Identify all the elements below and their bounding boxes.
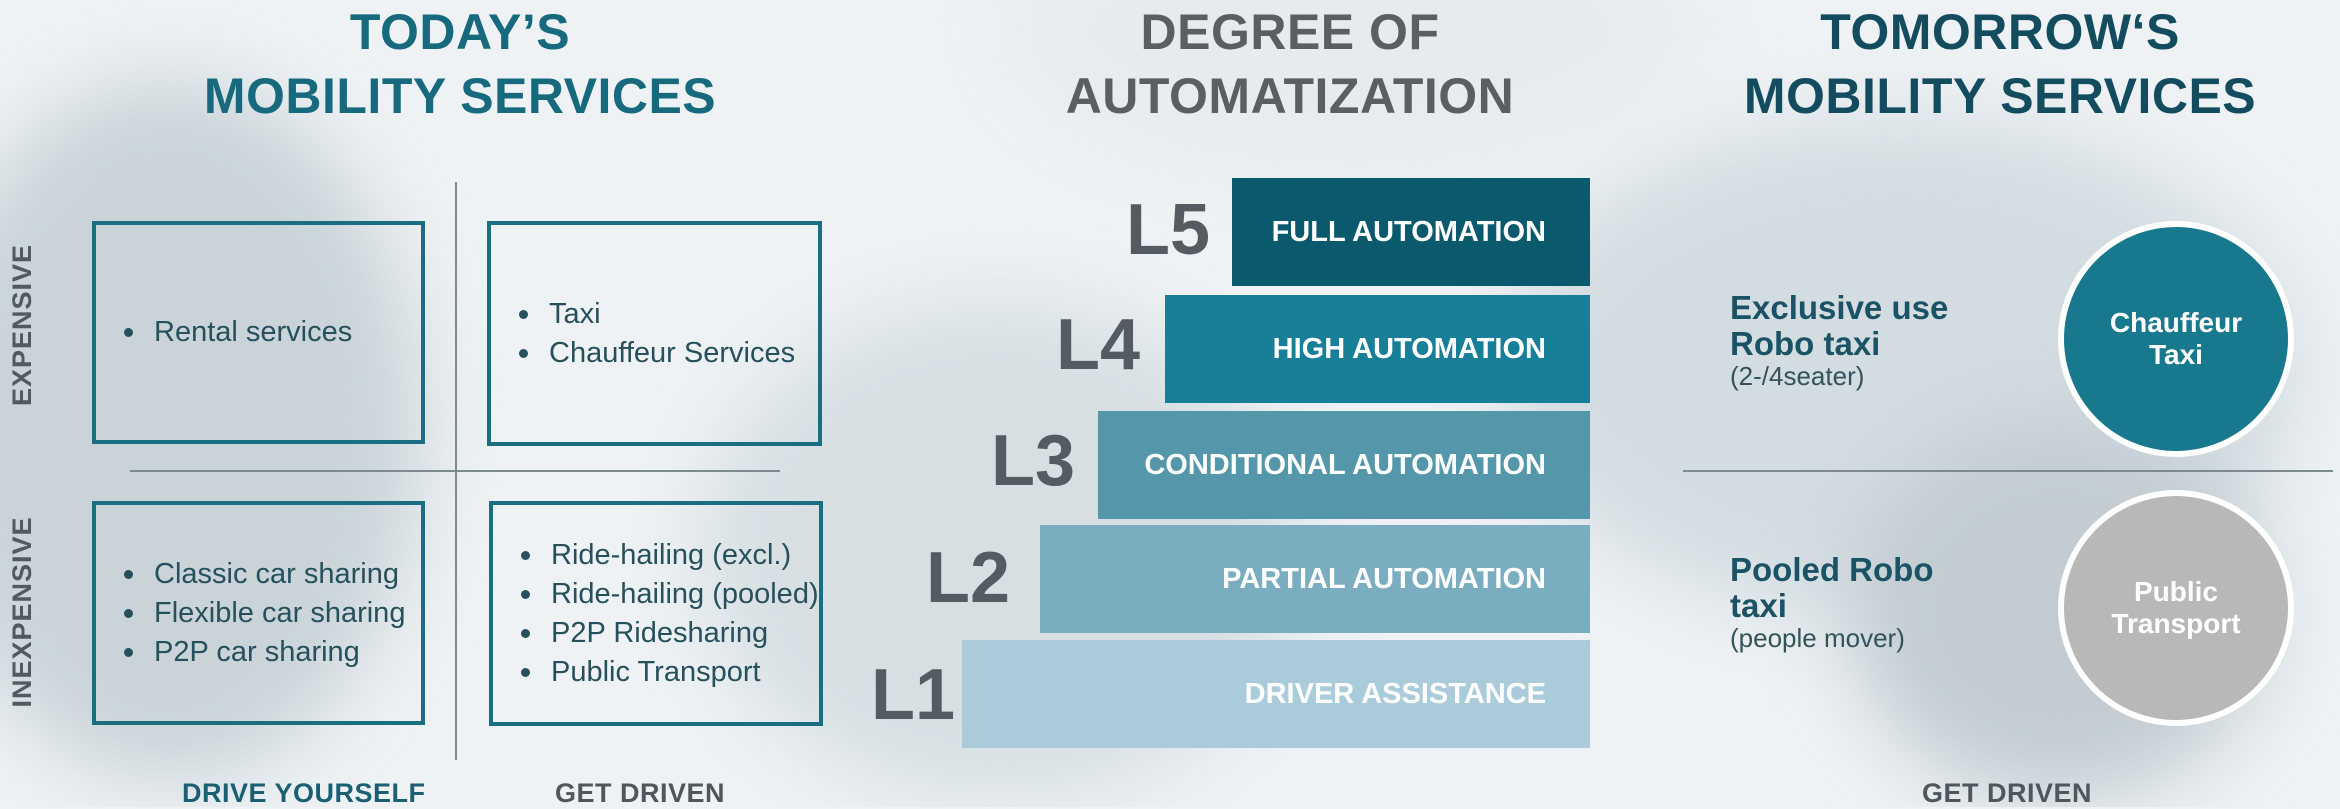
automation-step-l1: DRIVER ASSISTANCE bbox=[962, 640, 1590, 748]
bullet-icon bbox=[521, 550, 530, 560]
tomorrow-x-axis-label: GET DRIVEN bbox=[1922, 778, 2093, 808]
bullet-icon bbox=[519, 348, 528, 358]
exclusive-use-label: Exclusive use Robo taxi bbox=[1730, 290, 1948, 362]
box-list: Ride-hailing (excl.) Ride-hailing (poole… bbox=[493, 536, 819, 692]
tomorrow-title: TOMORROW‘S MOBILITY SERVICES bbox=[1700, 0, 2300, 128]
bullet-icon bbox=[521, 589, 530, 599]
list-item-text: P2P Ridesharing bbox=[551, 616, 769, 649]
circle-label-line1: Public bbox=[2133, 576, 2218, 607]
list-item: P2P Ridesharing bbox=[521, 614, 819, 653]
list-item-text: Rental services bbox=[154, 316, 353, 348]
list-item-text: Ride-hailing (pooled) bbox=[551, 577, 819, 610]
list-item-text: Taxi bbox=[549, 297, 601, 330]
public-transport-circle: Public Transport bbox=[2058, 490, 2294, 726]
list-item-text: P2P car sharing bbox=[154, 635, 360, 668]
bullet-icon bbox=[124, 647, 133, 657]
list-item: Taxi bbox=[519, 295, 795, 334]
today-horizontal-axis bbox=[130, 470, 780, 472]
automation-step-l5: FULL AUTOMATION bbox=[1232, 178, 1590, 286]
automation-step-label: CONDITIONAL AUTOMATION bbox=[1144, 448, 1546, 481]
list-item: Ride-hailing (pooled) bbox=[521, 575, 819, 614]
y-axis-label-inexpensive: INEXPENSIVE bbox=[7, 516, 37, 708]
automation-title: DEGREE OF AUTOMATIZATION bbox=[990, 0, 1590, 128]
exclusive-use-line1: Exclusive use bbox=[1730, 289, 1949, 326]
tomorrow-title-line1: TOMORROW‘S bbox=[1820, 4, 2180, 60]
list-item: Classic car sharing bbox=[124, 555, 405, 594]
automation-step-label: DRIVER ASSISTANCE bbox=[1244, 677, 1546, 710]
list-item-text: Flexible car sharing bbox=[154, 596, 406, 629]
bullet-icon bbox=[519, 309, 528, 319]
automation-step-l3: CONDITIONAL AUTOMATION bbox=[1098, 411, 1590, 519]
tomorrow-title-line2: MOBILITY SERVICES bbox=[1743, 68, 2257, 124]
today-title-line2: MOBILITY SERVICES bbox=[203, 68, 717, 124]
chauffeur-taxi-circle: Chauffeur Taxi bbox=[2058, 221, 2294, 457]
level-code-l5: L5 bbox=[1125, 190, 1210, 270]
today-title-line1: TODAY’S bbox=[349, 4, 571, 60]
bullet-icon bbox=[124, 569, 133, 579]
list-item: Public Transport bbox=[521, 653, 819, 692]
automation-step-label: HIGH AUTOMATION bbox=[1272, 332, 1546, 365]
level-code-l2: L2 bbox=[925, 538, 1010, 618]
list-item-text: Chauffeur Services bbox=[549, 336, 796, 369]
x-axis-label-get-driven: GET DRIVEN bbox=[555, 778, 726, 808]
box-expensive-get-driven: Taxi Chauffeur Services bbox=[487, 221, 822, 446]
box-list: Rental services bbox=[96, 313, 352, 352]
bullet-icon bbox=[124, 608, 133, 618]
list-item: Ride-hailing (excl.) bbox=[521, 536, 819, 575]
automation-step-label: FULL AUTOMATION bbox=[1271, 215, 1546, 248]
pooled-line2: taxi bbox=[1730, 587, 1787, 624]
automation-step-l2: PARTIAL AUTOMATION bbox=[1040, 525, 1590, 633]
level-code-l3: L3 bbox=[990, 421, 1075, 501]
bullet-icon bbox=[521, 667, 530, 677]
automation-step-label: PARTIAL AUTOMATION bbox=[1222, 562, 1546, 595]
exclusive-use-line2: Robo taxi bbox=[1730, 325, 1881, 362]
box-list: Taxi Chauffeur Services bbox=[491, 295, 795, 373]
box-expensive-drive-yourself: Rental services bbox=[92, 221, 425, 444]
y-axis-label-expensive: EXPENSIVE bbox=[7, 243, 37, 407]
list-item-text: Public Transport bbox=[551, 655, 761, 688]
bullet-icon bbox=[521, 628, 530, 638]
level-code-l4: L4 bbox=[1055, 305, 1140, 385]
circle-label-line2: Taxi bbox=[2149, 339, 2203, 370]
box-inexpensive-get-driven: Ride-hailing (excl.) Ride-hailing (poole… bbox=[489, 501, 823, 726]
list-item: Chauffeur Services bbox=[519, 334, 795, 373]
level-code-l1: L1 bbox=[870, 655, 955, 735]
exclusive-use-sub: (2-/4seater) bbox=[1730, 361, 1865, 391]
list-item-text: Classic car sharing bbox=[154, 557, 399, 590]
pooled-sub: (people mover) bbox=[1730, 623, 1905, 653]
box-inexpensive-drive-yourself: Classic car sharing Flexible car sharing… bbox=[92, 501, 425, 725]
pooled-line1: Pooled Robo bbox=[1730, 551, 1934, 588]
automation-step-l4: HIGH AUTOMATION bbox=[1165, 295, 1590, 403]
pooled-robo-taxi-label: Pooled Robo taxi bbox=[1730, 552, 1933, 624]
box-list: Classic car sharing Flexible car sharing… bbox=[96, 555, 405, 672]
list-item: Rental services bbox=[124, 313, 352, 352]
circle-label: Public Transport bbox=[2111, 576, 2240, 640]
bullet-icon bbox=[124, 328, 133, 337]
tomorrow-horizontal-axis bbox=[1683, 470, 2333, 472]
circle-label-line1: Chauffeur bbox=[2109, 307, 2243, 338]
list-item-text: Ride-hailing (excl.) bbox=[551, 538, 792, 571]
circle-label: Chauffeur Taxi bbox=[2110, 307, 2242, 371]
circle-label-line2: Transport bbox=[2111, 608, 2241, 639]
automation-title-line1: DEGREE OF bbox=[1140, 4, 1440, 60]
today-title: TODAY’S MOBILITY SERVICES bbox=[160, 0, 760, 128]
x-axis-label-drive-yourself: DRIVE YOURSELF bbox=[182, 778, 426, 808]
automation-title-line2: AUTOMATIZATION bbox=[1065, 68, 1515, 124]
list-item: P2P car sharing bbox=[124, 633, 405, 672]
list-item: Flexible car sharing bbox=[124, 594, 405, 633]
